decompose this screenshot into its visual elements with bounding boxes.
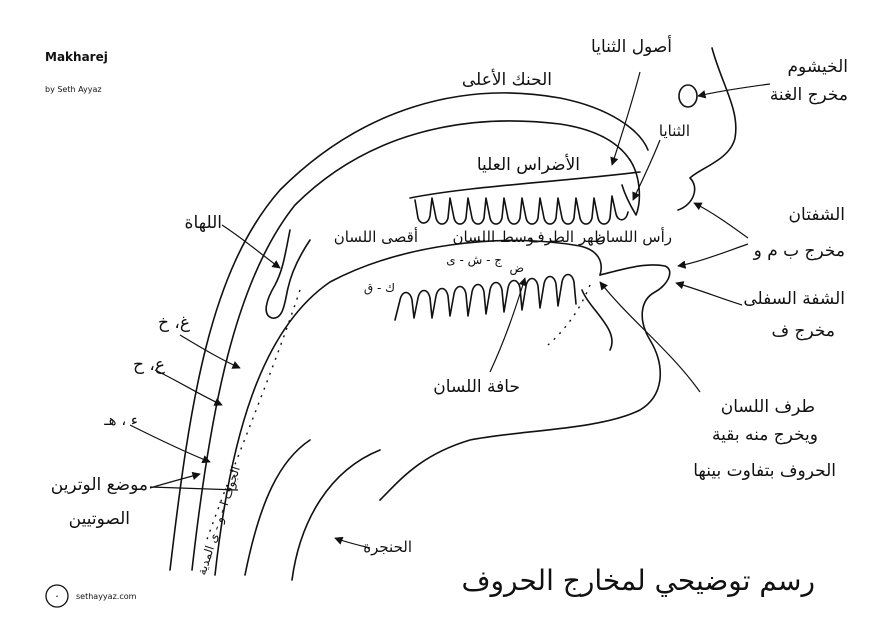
arrow-ain (154, 369, 223, 406)
arrow-incisors (632, 139, 661, 201)
label-tongue-far: أقصى اللسان (334, 227, 418, 246)
label-uvula: اللهاة (185, 213, 222, 233)
label-tongue-tip: رأس اللسان (595, 227, 672, 246)
label-lips: الشفتان (789, 205, 845, 225)
uvula (265, 229, 311, 319)
label-ghain-kha: غ، خ (158, 313, 190, 333)
palate-inner (191, 120, 631, 571)
label-upper-molars: الأضراس العليا (477, 154, 580, 175)
label-tongue-end-2: ويخرج منه بقية (712, 425, 818, 445)
label-nasal-cavity: الخيشوم (788, 57, 848, 77)
label-tongue-letters-jim: ج - ش - ى (446, 253, 502, 268)
label-ghunna-exit: مخرج الغنة (770, 85, 848, 105)
arrow-ghain (179, 334, 241, 369)
label-tongue-letter-dad: ض (509, 261, 524, 276)
arrow-tongue-edge (489, 277, 527, 373)
label-vocal-cords-1: موضع الوترين (51, 475, 148, 495)
arrow-lips-1 (693, 202, 749, 239)
label-tongue-end-3: الحروف بتفاوت بينها (693, 461, 836, 481)
label-larynx: الحنجرة (363, 538, 412, 556)
label-hamza-ha: ء ، هـ (103, 411, 138, 429)
arrow-lower-lip (675, 281, 743, 306)
site-logo-icon: · (45, 584, 69, 608)
label-incisor-roots: أصول الثنايا (591, 35, 672, 57)
diagram-caption: رسم توضيحي لمخارج الحروف (461, 564, 815, 598)
nose-outline (677, 47, 737, 211)
site-logo-glyph: · (55, 590, 59, 603)
label-lower-lip: الشفة السفلى (743, 289, 845, 309)
label-incisors: الثنايا (659, 122, 690, 140)
label-vocal-cords-2: الصوتيين (69, 509, 130, 529)
arrow-vocal-cords (149, 471, 201, 489)
label-tongue-letters-kaf: ك - ق (364, 281, 395, 295)
throat-back (244, 439, 311, 576)
arrow-tongue-end (599, 281, 701, 393)
nostril (678, 84, 698, 108)
arrow-nasal (697, 83, 771, 99)
arrow-uvula (221, 224, 281, 269)
label-ain-ha: ع، ح (133, 355, 165, 375)
label-hollow: الجوف ا - و - ى المدية (194, 465, 243, 578)
label-lips-exit: مخرج ب م و (753, 241, 845, 261)
site-url[interactable]: sethayyaz.com (76, 592, 137, 601)
label-lower-lip-exit: مخرج ف (772, 321, 835, 341)
label-tongue-end-1: طرف اللسان (721, 397, 815, 417)
label-upper-palate: الحنك الأعلى (462, 69, 552, 90)
vocal-cords-line (149, 486, 239, 491)
author-credit: by Seth Ayyaz (45, 85, 102, 94)
page-title: Makharej (45, 50, 108, 64)
palate-outer (169, 92, 649, 571)
upper-incisor (621, 159, 641, 216)
label-tongue-middle: وسط اللسان (453, 228, 535, 246)
upper-molars (414, 195, 629, 225)
lower-jaw-inner (581, 289, 613, 351)
hollow-guide (204, 289, 301, 546)
arrow-lips-2 (677, 243, 749, 269)
lower-molars (394, 273, 577, 321)
upper-gum (409, 171, 641, 199)
throat-front (291, 449, 381, 581)
lower-lip (379, 264, 671, 501)
label-tongue-back-tip: ظهر الطرف (529, 228, 606, 246)
arrow-hamza (129, 424, 211, 464)
label-tongue-edge: حافة اللسان (433, 377, 520, 397)
arrow-larynx (334, 536, 371, 549)
tongue-top (214, 239, 602, 576)
arrow-incisor-roots (610, 71, 641, 166)
